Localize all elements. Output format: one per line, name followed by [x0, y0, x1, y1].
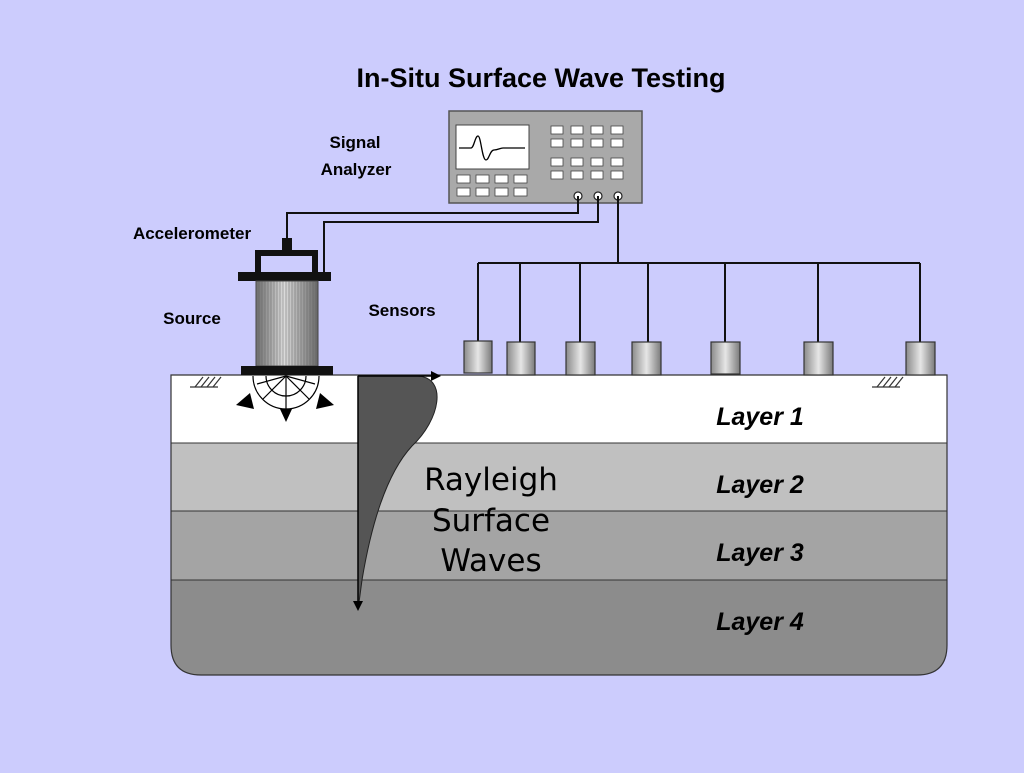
sensor-3 — [565, 341, 596, 376]
layer-1-label: Layer 1 — [716, 403, 804, 431]
arrow-down-icon — [280, 409, 292, 422]
source-arrowheads — [236, 393, 334, 422]
layer-4-label: Layer 4 — [716, 608, 804, 636]
soil-profile — [171, 375, 947, 675]
layer-4-band — [171, 579, 947, 675]
signal-analyzer-label-line2: Analyzer — [321, 160, 392, 179]
arrow-down-right-icon — [316, 393, 334, 409]
accelerometer-bracket — [255, 250, 318, 273]
analyzer-keypad-left — [456, 174, 528, 197]
arrow-down-left-icon — [236, 393, 254, 409]
sensor-4 — [631, 341, 662, 376]
layer-3-label: Layer 3 — [716, 539, 804, 567]
sensor-5 — [710, 341, 741, 375]
analyzer-cables — [286, 196, 619, 275]
sensors — [463, 340, 936, 376]
wave-label-line2: Surface — [432, 503, 550, 539]
analyzer-keypad-right-bottom — [550, 157, 624, 180]
sensor-7 — [905, 341, 936, 376]
sensor-array-cables — [477, 262, 921, 342]
signal-analyzer — [448, 110, 643, 204]
ground-outline — [170, 374, 948, 676]
source-top-plate — [238, 272, 331, 281]
layer-2-label: Layer 2 — [716, 471, 804, 499]
accelerometer-cable — [286, 196, 579, 240]
source-label: Source — [163, 309, 221, 328]
source-base-plate — [241, 366, 333, 375]
sensor-1 — [463, 340, 493, 374]
sensor-6 — [803, 341, 834, 376]
ground-hatch-right — [872, 376, 904, 388]
signal-analyzer-label-line1: Signal — [329, 133, 380, 152]
source-cable — [323, 196, 599, 275]
wave-label-line3: Waves — [440, 543, 541, 579]
analyzer-keypad-right-top — [550, 125, 624, 148]
page-title: In-Situ Surface Wave Testing — [356, 63, 725, 93]
layer-2-band — [171, 442, 947, 512]
rayleigh-wave-profile — [357, 375, 438, 611]
wave-label-line1: Rayleigh — [424, 462, 558, 498]
ground-hatch-left — [190, 376, 222, 388]
accelerometer-label: Accelerometer — [133, 224, 252, 243]
accelerometer — [282, 238, 292, 254]
waveform-trace — [459, 135, 525, 161]
analyzer-screen — [455, 124, 530, 170]
sensor-2 — [506, 341, 536, 376]
sensors-label: Sensors — [368, 301, 435, 320]
layer-3-band — [171, 510, 947, 581]
source-shaker — [238, 238, 333, 375]
